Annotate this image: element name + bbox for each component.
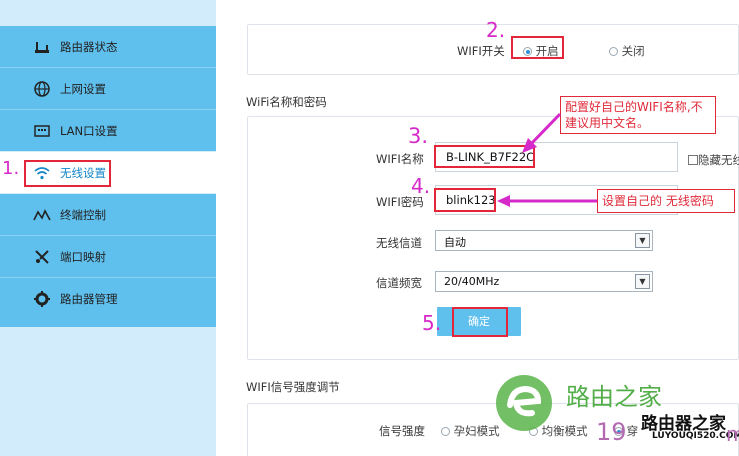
terminal-control-icon [33, 206, 51, 224]
step-1: 1. [2, 158, 20, 179]
divider [0, 235, 216, 236]
divider [0, 67, 216, 68]
sidebar-item-lan[interactable]: LAN口设置 [0, 110, 216, 151]
router-status-icon [33, 38, 51, 56]
watermark-partial-tail: m [726, 422, 739, 446]
chevron-down-icon: ▼ [635, 233, 650, 248]
main-panel: WIFI开关 开启 关闭 WiFi名称和密码 WIFI名称 B-LINK_B7F… [216, 0, 739, 456]
channel-label: 无线信道 [376, 236, 422, 250]
signal-option-balanced[interactable]: 均衡模式 [529, 423, 588, 439]
signal-label: 信号强度 [379, 424, 425, 438]
callout-wifi-password: 设置自己的 无线密码 [597, 189, 735, 213]
watermark-brand: 路由器之家 [641, 414, 726, 434]
bandwidth-value: 20/40MHz [444, 275, 500, 288]
tools-icon [33, 248, 51, 266]
step-4: 4. [411, 174, 431, 198]
wifi-switch-label: WIFI开关 [457, 44, 505, 58]
signal-option-label: 穿 [626, 424, 639, 438]
watermark-logo [494, 373, 554, 433]
callout-wifi-name: 配置好自己的WIFI名称,不建议用中文名。 [560, 96, 716, 134]
signal-option-label: 孕妇模式 [453, 424, 500, 438]
watermark-partial: 19 [596, 418, 627, 446]
sidebar-item-terminal-control[interactable]: 终端控制 [0, 194, 216, 235]
radio-on-icon [614, 427, 623, 436]
gear-icon [33, 290, 51, 308]
highlight-wifi-name [434, 145, 535, 168]
step-5: 5. [422, 311, 442, 335]
sidebar-item-label: 路由器状态 [60, 40, 118, 54]
sidebar-item-port-mapping[interactable]: 端口映射 [0, 236, 216, 277]
wifi-icon [33, 164, 51, 182]
sidebar-item-label: 终端控制 [60, 208, 106, 222]
wifi-switch-card: WIFI开关 开启 关闭 [247, 24, 739, 75]
signal-option-label: 均衡模式 [541, 424, 588, 438]
sidebar-item-internet[interactable]: 上网设置 [0, 68, 216, 109]
hide-wifi-label: 隐藏无线 [698, 153, 739, 167]
step-2: 2. [486, 18, 506, 42]
sidebar-item-label: LAN口设置 [60, 124, 118, 138]
sidebar-item-router-management[interactable]: 路由器管理 [0, 278, 216, 319]
signal-card: 信号强度 孕妇模式 均衡模式 穿 [247, 403, 739, 456]
e-logo-icon [496, 375, 552, 431]
wifi-name-label: WIFI名称 [376, 152, 424, 166]
signal-section-title: WIFI信号强度调节 [246, 380, 340, 394]
wifi-off-label: 关闭 [621, 44, 645, 58]
radio-off-icon [609, 47, 618, 56]
wifi-password-label: WIFI密码 [376, 195, 424, 209]
hide-wifi-checkbox[interactable]: 隐藏无线 [688, 152, 739, 168]
watermark-url: LUYOUQI520.COM [652, 431, 739, 441]
divider [0, 109, 216, 110]
radio-on-icon [523, 47, 532, 56]
checkbox-icon [688, 155, 698, 165]
channel-select[interactable]: 自动 ▼ [435, 230, 653, 251]
step-3: 3. [408, 124, 429, 148]
lan-port-icon [33, 122, 51, 140]
signal-option-pregnant[interactable]: 孕妇模式 [441, 423, 500, 439]
channel-value: 自动 [444, 236, 466, 249]
signal-option-wall[interactable]: 穿 [614, 423, 638, 439]
radio-off-icon [441, 427, 450, 436]
sidebar-item-label: 上网设置 [60, 82, 106, 96]
highlight-wireless [24, 160, 111, 187]
sidebar-item-label: 端口映射 [60, 250, 106, 264]
wifi-off-radio[interactable]: 关闭 [609, 43, 645, 59]
sidebar: 路由器状态 上网设置 LAN口设置 无线设置 终端控制 端口映射 [0, 0, 216, 456]
highlight-wifi-password [434, 188, 496, 212]
bandwidth-select[interactable]: 20/40MHz ▼ [435, 271, 653, 292]
globe-icon [33, 80, 51, 98]
watermark-cn: 路由之家 [566, 383, 662, 411]
wifi-name-section-title: WiFi名称和密码 [246, 95, 327, 109]
highlight-confirm [452, 307, 508, 337]
highlight-wifi-on [511, 36, 564, 59]
wifi-on-label: 开启 [535, 44, 559, 58]
bandwidth-label: 信道频宽 [376, 276, 422, 290]
wifi-on-radio[interactable]: 开启 [523, 43, 559, 59]
sidebar-item-label: 无线设置 [60, 166, 106, 180]
divider [0, 277, 216, 278]
chevron-down-icon: ▼ [635, 274, 650, 289]
sidebar-item-label: 路由器管理 [60, 292, 118, 306]
sidebar-item-router-status[interactable]: 路由器状态 [0, 26, 216, 67]
sidebar-footer [0, 319, 216, 327]
